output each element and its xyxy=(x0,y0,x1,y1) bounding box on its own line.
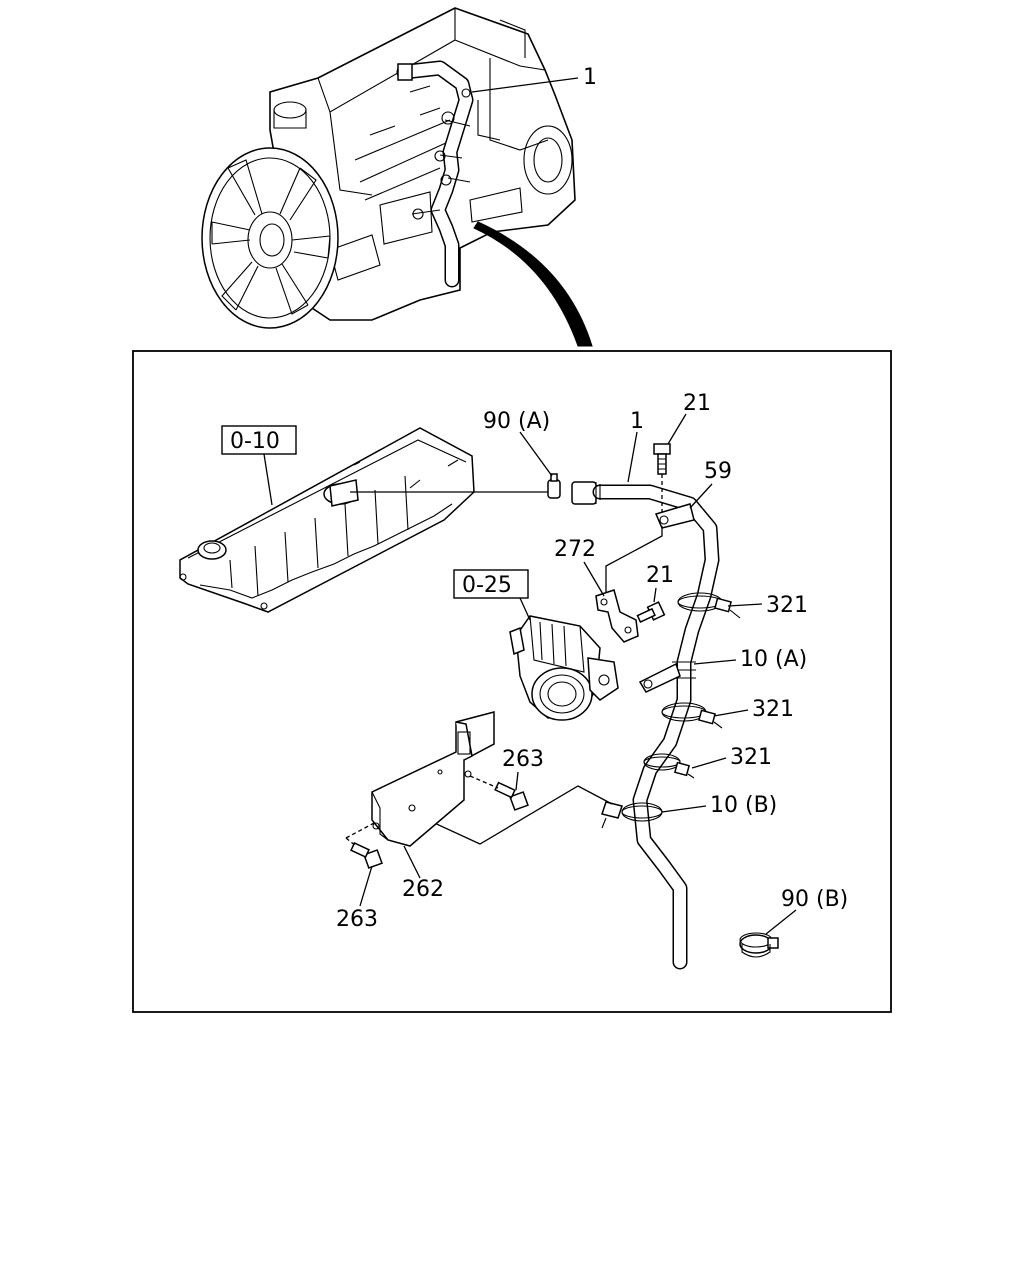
bolt-top xyxy=(653,443,671,475)
bracket xyxy=(595,589,639,643)
pipe-b-clamp xyxy=(601,801,663,829)
label-clamp-a: 90 (A) xyxy=(483,409,550,434)
ref-cam-cover: 0-10 xyxy=(230,429,280,454)
hose-overview xyxy=(396,60,474,288)
throttle-body xyxy=(509,615,619,721)
clamp-b xyxy=(739,932,779,958)
cooling-fan xyxy=(201,147,339,329)
label-band-3: 321 xyxy=(730,745,772,770)
breather-hose xyxy=(571,481,720,970)
band-clamp-1 xyxy=(677,592,741,619)
cam-cover xyxy=(179,427,475,613)
label-pipe-b: 10 (B) xyxy=(710,793,777,818)
ref-throttle-body-box xyxy=(453,569,529,599)
callout-1-label: 1 xyxy=(583,65,597,90)
label-bolt-right: 263 xyxy=(502,747,544,772)
ref-throttle-body: 0-25 xyxy=(462,573,512,598)
zoom-arrow xyxy=(473,221,593,347)
pipe-a-mount xyxy=(638,662,681,693)
label-pipe-a: 10 (A) xyxy=(740,647,807,672)
engine-overview: 1 xyxy=(201,7,597,347)
label-bolt-left: 263 xyxy=(336,907,378,932)
label-bracket: 272 xyxy=(554,537,596,562)
clip xyxy=(654,503,695,529)
label-bolt-top: 21 xyxy=(683,391,711,416)
label-plate: 262 xyxy=(402,877,444,902)
label-clamp-b: 90 (B) xyxy=(781,887,848,912)
clamp-a xyxy=(547,473,561,499)
label-hose: 1 xyxy=(630,409,644,434)
ref-cam-cover-box xyxy=(221,425,297,455)
label-clip: 59 xyxy=(704,459,732,484)
detail-frame xyxy=(132,350,892,1013)
plate xyxy=(371,711,495,847)
band-clamp-3 xyxy=(643,753,695,779)
band-clamp-2 xyxy=(661,702,723,729)
bolt-left xyxy=(350,841,383,869)
bolt-right xyxy=(494,781,529,811)
bolt-mid xyxy=(636,601,666,624)
label-band-1: 321 xyxy=(766,593,808,618)
label-bolt-mid: 21 xyxy=(646,563,674,588)
label-band-2: 321 xyxy=(752,697,794,722)
